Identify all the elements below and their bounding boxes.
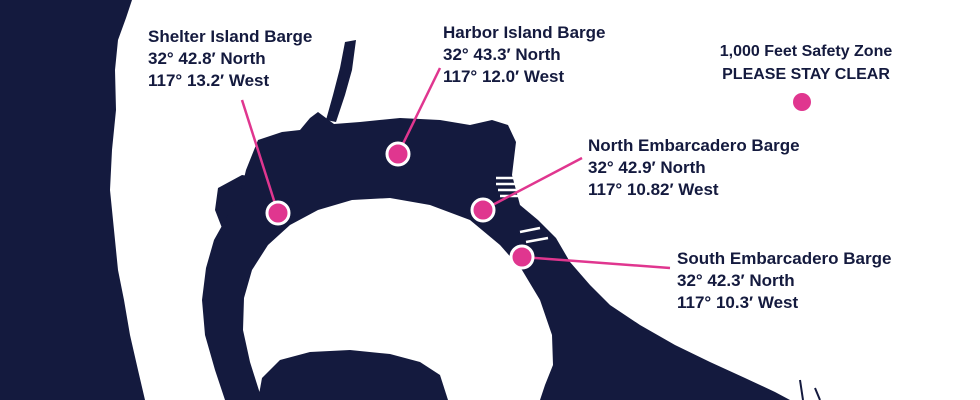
barge-longitude: 117° 10.82′ West [588, 180, 719, 199]
leader-shelter [240, 99, 280, 214]
leader-north-embarcadero [482, 156, 583, 212]
label-shelter-island: Shelter Island Barge 32° 42.8′ North 117… [148, 26, 312, 92]
label-south-embarcadero: South Embarcadero Barge 32° 42.3′ North … [677, 248, 891, 314]
shelter-island-marker[interactable] [265, 200, 291, 226]
legend-line-1: 1,000 Feet Safety Zone [719, 43, 893, 60]
barge-longitude: 117° 13.2′ West [148, 71, 270, 90]
barge-markers [265, 141, 535, 270]
safety-zone-legend: 1,000 Feet Safety Zone PLEASE STAY CLEAR [676, 40, 936, 86]
piers [496, 176, 549, 244]
north-embarcadero-marker[interactable] [470, 197, 496, 223]
barge-latitude: 32° 42.8′ North [148, 49, 266, 68]
barge-latitude: 32° 43.3′ North [443, 45, 561, 64]
barge-name: South Embarcadero Barge [677, 249, 892, 268]
label-north-embarcadero: North Embarcadero Barge 32° 42.9′ North … [588, 135, 800, 201]
leader-harbor [396, 67, 442, 155]
legend-line-2: PLEASE STAY CLEAR [722, 66, 890, 83]
harbor-island-peninsula [326, 40, 356, 122]
barge-latitude: 32° 42.9′ North [588, 158, 706, 177]
west-landmass [0, 0, 145, 400]
pink-circle-marker-icon [793, 93, 811, 111]
barge-longitude: 117° 10.3′ West [677, 293, 799, 312]
barge-name: North Embarcadero Barge [588, 136, 800, 155]
barge-name: Shelter Island Barge [148, 27, 313, 46]
bridge-lines [799, 379, 821, 400]
label-harbor-island: Harbor Island Barge 32° 43.3′ North 117°… [443, 22, 606, 88]
south-embarcadero-marker[interactable] [509, 244, 535, 270]
harbor-island-marker[interactable] [385, 141, 411, 167]
barge-name: Harbor Island Barge [443, 23, 606, 42]
downtown-landmass [202, 112, 790, 400]
coronado-landmass [258, 350, 448, 400]
barge-longitude: 117° 12.0′ West [443, 67, 565, 86]
barge-latitude: 32° 42.3′ North [677, 271, 795, 290]
leader-lines [240, 67, 671, 270]
leader-south-embarcadero [521, 255, 671, 270]
